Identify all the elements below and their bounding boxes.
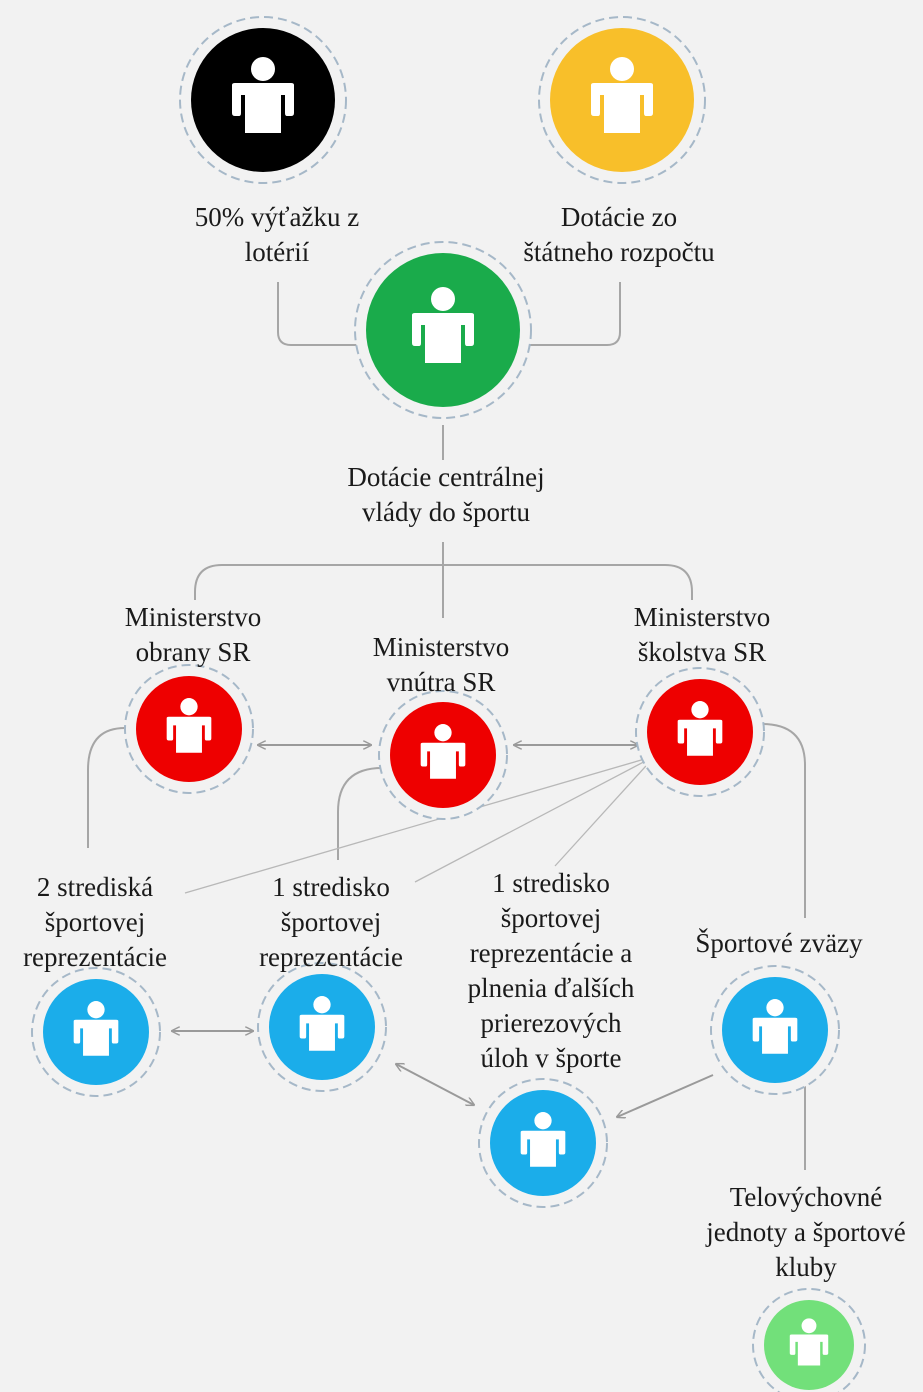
label-lottery: 50% výťažku z lotérií [195, 200, 359, 270]
label-federations: Športové zväzy [695, 926, 862, 961]
label-two-centres: 2 strediská športovej reprezentácie [23, 870, 167, 975]
connectors [87, 282, 806, 1170]
label-line: Ministerstvo [633, 602, 771, 632]
label-line: reprezentácie [259, 942, 403, 972]
node-federations [710, 965, 840, 1095]
node-ministry-interior [378, 690, 508, 820]
thin-line-education-to-two-centres [184, 755, 656, 894]
connector-to-defence [194, 564, 443, 600]
node-central-gov [354, 241, 532, 419]
thin-line-education-to-one-centre-plus [554, 755, 656, 867]
thin-connectors [184, 755, 656, 894]
node-clubs [752, 1288, 866, 1392]
thin-line-education-to-one-centre [414, 755, 656, 883]
label-line: športovej [500, 903, 602, 933]
label-state-budget: Dotácie zo štátneho rozpočtu [523, 200, 714, 270]
label-line: kluby [775, 1252, 837, 1282]
label-one-centre-plus: 1 stredisko športovej reprezentácie a plnen… [468, 866, 635, 1076]
label-line: Športové zväzy [695, 928, 863, 958]
label-line: Ministerstvo [124, 602, 262, 632]
label-line: Dotácie zo [560, 202, 678, 232]
node-one-centre-plus [478, 1078, 608, 1208]
node-ministry-defence [124, 664, 254, 794]
node-ministry-education [635, 667, 765, 797]
label-central-gov: Dotácie centrálnej vlády do športu [347, 460, 544, 530]
label-line: 1 stredisko [272, 872, 390, 902]
label-line: plnenia ďalších [467, 973, 635, 1003]
label-line: 1 stredisko [492, 868, 610, 898]
label-line: vlády do športu [361, 497, 530, 527]
label-line: úloh v športe [480, 1043, 622, 1073]
label-line: Telovýchovné [729, 1182, 883, 1212]
node-one-centre [257, 962, 387, 1092]
arrows [172, 745, 714, 1117]
label-line: vnútra SR [386, 667, 496, 697]
connector-interior-to-one-centre [337, 767, 383, 860]
label-ministry-education: Ministerstvo školstva SR [634, 600, 771, 670]
connector-budget-to-central [528, 282, 621, 346]
label-line: športovej [44, 907, 146, 937]
label-line: Dotácie centrálnej [347, 462, 545, 492]
label-line: jednoty a športové [706, 1217, 906, 1247]
label-ministry-interior: Ministerstvo vnútra SR [373, 630, 510, 700]
label-clubs: Telovýchovné jednoty a športové kluby [706, 1180, 905, 1285]
connector-to-education [443, 564, 693, 600]
label-one-centre: 1 stredisko športovej reprezentácie [259, 870, 403, 975]
label-line: obrany SR [135, 637, 251, 667]
label-line: reprezentácie a [469, 938, 633, 968]
connector-lottery-to-central [277, 282, 368, 346]
nodes [31, 16, 866, 1392]
label-line: športovej [280, 907, 382, 937]
arrow-federations-to-one-centre-plus [617, 1074, 714, 1117]
label-line: reprezentácie [23, 942, 167, 972]
arrow-one-centre-one-centre-plus [396, 1064, 474, 1105]
label-line: lotérií [244, 237, 310, 267]
label-line: školstva SR [637, 637, 767, 667]
label-ministry-defence: Ministerstvo obrany SR [125, 600, 262, 670]
label-line: 50% výťažku z [194, 202, 360, 232]
node-lottery [179, 16, 347, 184]
node-state-budget [538, 16, 706, 184]
label-line: štátneho rozpočtu [523, 237, 715, 267]
label-line: 2 strediská [36, 872, 154, 902]
connector-defence-to-two-centres [87, 727, 126, 848]
connector-education-to-federations [761, 723, 806, 918]
label-line: prierezových [480, 1008, 622, 1038]
node-two-centres [31, 967, 161, 1097]
label-line: Ministerstvo [372, 632, 510, 662]
